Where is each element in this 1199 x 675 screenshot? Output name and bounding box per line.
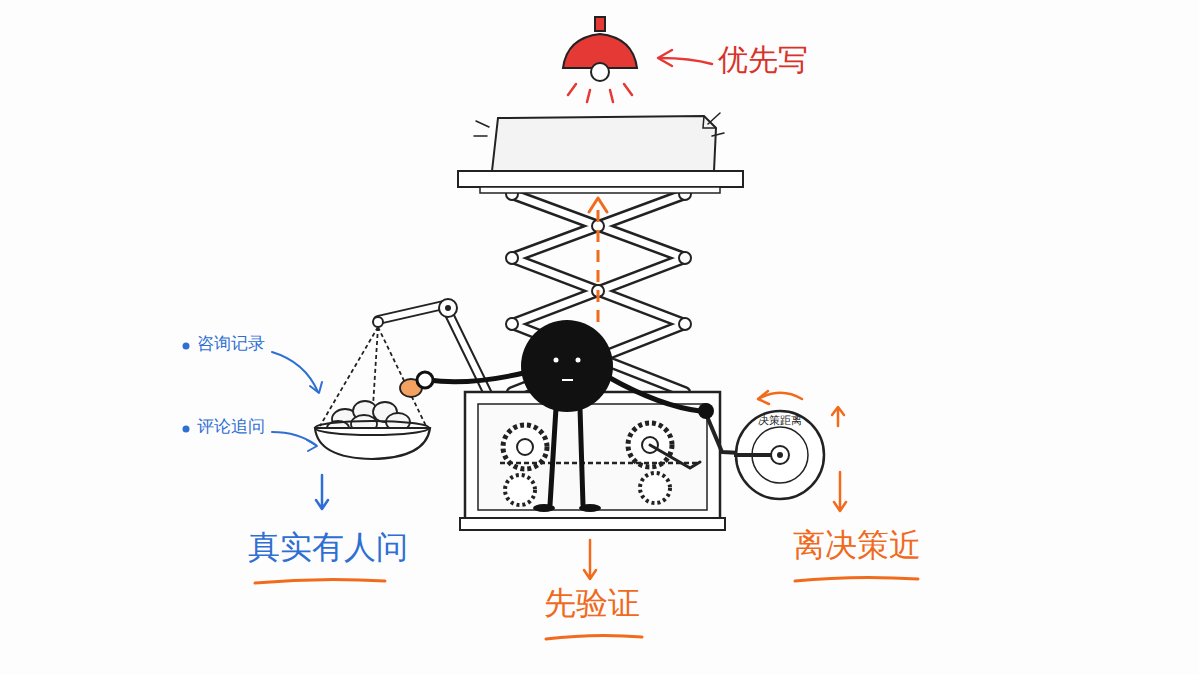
character-hand	[417, 372, 433, 388]
annotation-label: 先验证	[544, 584, 640, 622]
lamp-rays	[568, 84, 632, 102]
annotation-label: 离决策近	[793, 526, 921, 564]
pivot	[506, 252, 518, 264]
wheel-hub-pin	[777, 452, 783, 458]
lamp-cord	[595, 17, 605, 31]
inner-crank	[650, 445, 700, 468]
paper-stack	[492, 116, 716, 171]
lamp-bulb	[591, 63, 609, 81]
balance-beam-fill	[378, 304, 448, 320]
lift-arrow-head	[589, 198, 607, 212]
bowl-rim	[315, 421, 429, 435]
bullet	[183, 343, 190, 350]
annotation-label: 真实有人问	[248, 528, 408, 566]
character-left-arm	[428, 372, 528, 382]
character-foot	[579, 504, 601, 512]
character-right-arm	[610, 378, 700, 411]
character-legs	[550, 408, 583, 505]
underline	[795, 577, 918, 581]
balance-hook	[373, 317, 383, 327]
balance-beam-outline	[378, 304, 448, 320]
character-foot	[533, 504, 555, 512]
underline	[546, 635, 642, 639]
lift-tray	[458, 171, 743, 187]
annotation-label: 咨询记录	[197, 333, 265, 353]
gear	[505, 475, 535, 505]
gear-hub	[517, 439, 533, 455]
character-mouth	[562, 379, 573, 381]
wheel-hub	[771, 446, 789, 464]
wheel-node: 决策距离	[734, 409, 826, 501]
underline	[255, 579, 385, 583]
character-body	[521, 320, 613, 412]
wheel-label: 决策距离	[734, 413, 826, 428]
tray-rail	[480, 187, 720, 193]
up-arrow	[832, 407, 844, 426]
paper-sparkle	[474, 113, 724, 136]
pivot	[679, 318, 691, 330]
balance-pivot	[439, 299, 457, 317]
balance-pivot-pin	[445, 305, 451, 311]
pivot	[679, 252, 691, 264]
machine-base	[460, 518, 725, 530]
annotation-label: 优先写	[718, 42, 808, 78]
leader-arrow-head	[310, 382, 322, 393]
machine-window	[478, 404, 707, 510]
pivot	[506, 318, 518, 330]
down-arrow	[834, 472, 846, 511]
character-hand	[698, 403, 714, 419]
lift-arrow	[597, 204, 600, 322]
machine-box	[465, 392, 720, 520]
down-arrow	[584, 540, 596, 579]
gear	[640, 473, 670, 503]
leader-arrow-head	[307, 440, 317, 451]
drive-chain	[500, 462, 700, 465]
annotation-label: 评论追问	[197, 416, 265, 436]
leader-arrow	[272, 432, 316, 445]
lamp-arrow-head	[658, 50, 672, 66]
character-eye	[554, 358, 559, 363]
bullet	[183, 426, 190, 433]
rotation-arrow-head	[758, 391, 769, 404]
down-arrow	[316, 475, 328, 509]
character-eye	[576, 358, 581, 363]
